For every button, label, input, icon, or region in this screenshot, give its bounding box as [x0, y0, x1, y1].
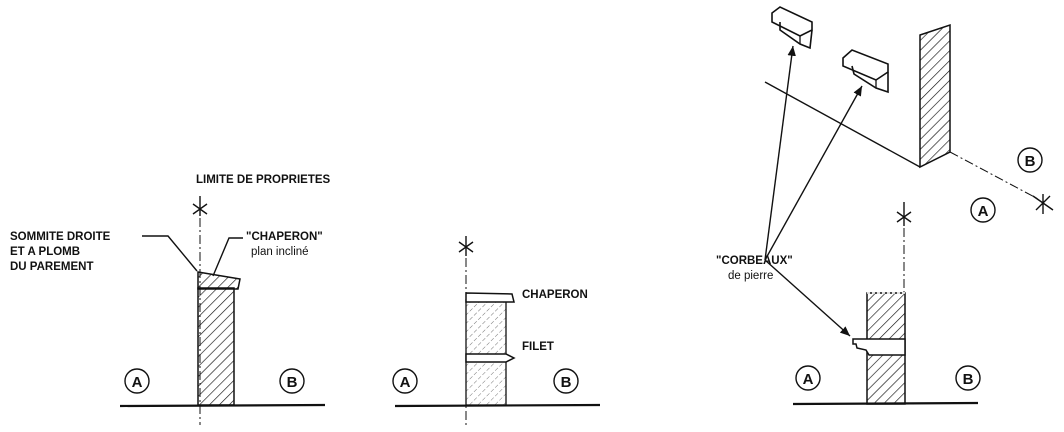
- side-a-label: A: [400, 374, 411, 391]
- leader-arrow: [764, 45, 796, 261]
- side-a-circle: [392, 368, 418, 394]
- chaperon-shape: [197, 271, 241, 290]
- sommite-leader: [142, 235, 198, 272]
- wall-section: [465, 299, 507, 406]
- chaperon-sublabel: plan incliné: [251, 246, 309, 258]
- leader-arrow: [764, 85, 863, 261]
- side-b-label: B: [963, 371, 974, 388]
- middle-figure: CHAPERON FILET A B: [392, 236, 601, 425]
- plan-side-a-circle: [970, 197, 996, 223]
- leader-arrow: [764, 259, 851, 337]
- wall-section: [197, 287, 235, 406]
- chaperon-label: CHAPERON: [522, 289, 588, 301]
- axis-star-icon: [192, 196, 208, 216]
- ground-line: [394, 403, 601, 408]
- plan-axis: [949, 151, 1041, 201]
- ground-line: [119, 403, 326, 408]
- side-a-label: A: [132, 374, 143, 391]
- side-b-circle: [279, 368, 305, 394]
- plan-side-a-label: A: [978, 203, 989, 220]
- property-limit-label: LIMITE DE PROPRIETES: [196, 174, 331, 186]
- sommite-label-2: ET A PLOMB: [10, 246, 80, 258]
- side-a-circle: [124, 368, 150, 394]
- plan-side-b-circle: [1017, 147, 1043, 173]
- chaperon-label: "CHAPERON": [246, 231, 323, 243]
- right-figure: B A "CORBEAUX" de pierre A B: [716, 6, 1054, 406]
- corbeaux-label: "CORBEAUX": [716, 255, 793, 267]
- side-a-label: A: [803, 371, 814, 388]
- chaperon-shape: [465, 292, 515, 303]
- ground-line: [792, 401, 979, 406]
- plan-side-b-label: B: [1025, 153, 1036, 170]
- corbel-perspective-1: [771, 6, 813, 50]
- filet-label: FILET: [522, 341, 554, 353]
- axis-star-icon: [896, 202, 912, 226]
- corbel-section: [852, 338, 906, 356]
- axis-star-icon: [458, 236, 474, 256]
- sommite-label-1: SOMMITE DROITE: [10, 231, 111, 243]
- sommite-label-3: DU PAREMENT: [10, 261, 93, 273]
- side-b-label: B: [287, 374, 298, 391]
- side-b-circle: [553, 368, 579, 394]
- side-b-label: B: [561, 374, 572, 391]
- plan-wall-line: [764, 81, 921, 168]
- left-figure: LIMITE DE PROPRIETES SOMMITE DROITE ET A…: [10, 174, 331, 425]
- chaperon-leader: [212, 237, 243, 277]
- axis-star-icon: [1032, 194, 1054, 214]
- filet-shape: [465, 353, 516, 363]
- corbeaux-sublabel: de pierre: [728, 270, 773, 282]
- side-b-circle: [955, 365, 981, 391]
- side-a-circle: [795, 365, 821, 391]
- corbel-perspective-2: [842, 49, 889, 94]
- plan-wall: [919, 23, 951, 169]
